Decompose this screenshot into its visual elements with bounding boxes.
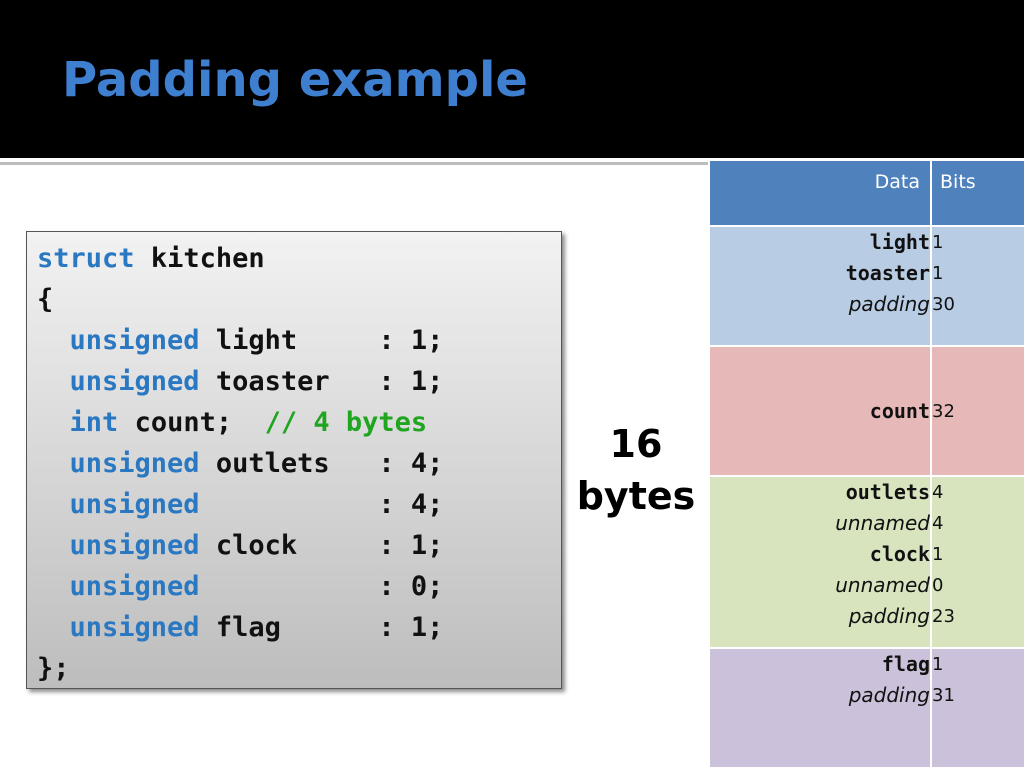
bits-value: 4 [932,482,944,503]
field-type: unsigned [69,489,200,520]
field-name: flag [215,612,281,643]
struct-keyword: struct [37,243,135,274]
field-spec: : 1; [378,366,444,397]
header-data: Data [708,159,932,227]
field-label: flag [881,652,930,676]
size-unit: bytes [576,474,696,518]
bits-cell: 1 1 30 [930,225,1024,347]
field-name: toaster [215,366,330,397]
table-header-row: Data Bits [708,159,1024,227]
title-divider [0,162,1024,165]
field-type: unsigned [69,571,200,602]
field-type: unsigned [69,366,200,397]
bits-value: 0 [932,575,944,596]
code-block: struct kitchen { unsigned light : 1; uns… [26,231,562,689]
memory-layout-table: Data Bits light toaster padding 1 1 30 c… [708,159,1024,769]
field-label: unnamed [835,573,930,597]
size-value: 16 [609,422,663,466]
bits-value: 1 [932,232,944,253]
field-spec: : 0; [378,571,444,602]
field-label: clock [869,542,930,566]
bits-value: 32 [932,401,955,422]
field-type: int [69,407,119,438]
bits-cell: 4 4 1 0 23 [930,475,1024,649]
header-bits: Bits [930,159,1024,227]
table-row: count 32 [708,345,1024,477]
code-comment: // 4 bytes [264,407,428,438]
field-type: unsigned [69,530,200,561]
slide-title: Padding example [62,52,528,108]
title-bar [0,0,1024,165]
data-cell: light toaster padding [708,225,932,347]
data-cell: flag padding [708,647,932,769]
table-row: light toaster padding 1 1 30 [708,225,1024,347]
field-type: unsigned [69,448,200,479]
field-spec: : 4; [378,489,444,520]
bits-value: 31 [932,685,955,706]
field-label: outlets [845,480,930,504]
bits-value: 23 [932,606,955,627]
bits-value: 1 [932,654,944,675]
bits-value: 1 [932,544,944,565]
bits-value: 4 [932,513,944,534]
field-label: unnamed [835,511,930,535]
close-brace: }; [37,653,70,684]
field-label: count [869,399,930,423]
data-cell: count [708,345,932,477]
field-label: padding [848,292,930,316]
field-label: toaster [845,261,930,285]
field-label: padding [848,604,930,628]
bits-value: 30 [932,294,955,315]
bits-cell: 32 [930,345,1024,477]
data-cell: outlets unnamed clock unnamed padding [708,475,932,649]
field-type: unsigned [69,325,200,356]
struct-code: struct kitchen { unsigned light : 1; uns… [37,238,443,689]
struct-name: kitchen [150,243,265,274]
field-spec: : 1; [378,530,444,561]
field-label: light [869,230,930,254]
field-name: clock [215,530,298,561]
bits-value: 1 [932,263,944,284]
field-label: padding [848,683,930,707]
struct-size-label: 16 bytes [568,418,704,522]
field-spec: : 1; [378,325,444,356]
field-name: outlets [215,448,330,479]
bits-cell: 1 31 [930,647,1024,769]
field-name: count; [134,407,233,438]
field-spec: : 4; [378,448,444,479]
open-brace: { [37,284,54,315]
field-name: light [215,325,298,356]
field-spec: : 1; [378,612,444,643]
field-type: unsigned [69,612,200,643]
table-row: flag padding 1 31 [708,647,1024,769]
table-row: outlets unnamed clock unnamed padding 4 … [708,475,1024,649]
